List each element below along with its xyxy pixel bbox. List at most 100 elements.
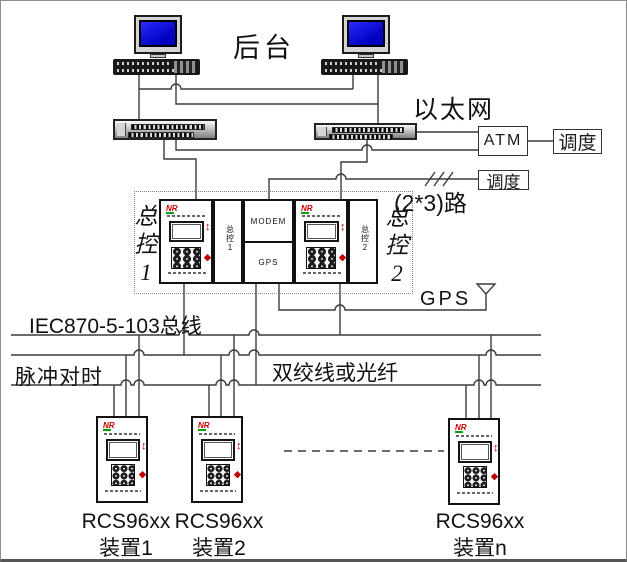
dispatch-box-top: 调度 <box>553 129 602 154</box>
updown-arrow-icon: ↕ <box>493 442 499 454</box>
hub-ports <box>131 124 205 130</box>
modem-dispatch-line <box>268 173 478 199</box>
bus-line-1 <box>11 329 541 336</box>
modem-section: MODEM <box>245 201 292 243</box>
devicen-name-label: 装置n <box>453 537 507 560</box>
keyboard-icon <box>113 59 200 75</box>
updown-arrow-icon: ↕ <box>340 221 346 233</box>
panel-model-text <box>303 272 342 274</box>
master2-front-panel: NR ↕ ◆ <box>294 199 348 284</box>
lcd-screen <box>201 439 235 461</box>
gps-section: GPS <box>245 243 292 282</box>
master-riser-lines <box>183 284 341 385</box>
rcs-device-2: NR ↕ ◆ <box>191 416 243 503</box>
iec-bus-label: IEC870-5-103总线 <box>29 315 202 338</box>
keypad-grid <box>463 466 487 488</box>
key-diamond-icon: ◆ <box>491 471 498 481</box>
device1-model-label: RCS96xx <box>81 510 171 533</box>
key-diamond-icon: ◆ <box>139 469 146 479</box>
atm-box: ATM <box>478 126 528 156</box>
keyboard-keypad <box>174 61 196 73</box>
gps-section-label: GPS <box>258 258 279 267</box>
bus-line-2 <box>11 349 541 356</box>
hub-ports <box>128 132 194 138</box>
keyboard-keys <box>325 69 396 72</box>
monitor-icon <box>134 15 182 54</box>
updown-arrow-icon: ↕ <box>205 221 211 233</box>
device2-model-label: RCS96xx <box>174 510 264 533</box>
channels-label: (2*3)路 <box>394 190 467 216</box>
pulse-sync-label: 脉冲对时 <box>15 366 103 389</box>
ethernet-hub-2 <box>314 123 417 140</box>
rcs-device-1: NR ↕ ◆ <box>96 416 148 503</box>
slot-caption: 总控1 <box>226 225 234 252</box>
keypad-grid <box>206 464 230 486</box>
dispatch-label: 调度 <box>486 172 521 192</box>
modem-label: MODEM <box>250 216 287 226</box>
hub-to-rack-and-atm-lines <box>163 131 553 199</box>
monitor-screen <box>139 20 177 47</box>
keypad-grid <box>111 464 135 486</box>
updown-arrow-icon: ↕ <box>141 440 147 452</box>
vendor-logo-text: NR <box>198 421 210 430</box>
gps-label: GPS <box>420 288 472 310</box>
vendor-logo: NR <box>301 205 313 214</box>
lcd-screen <box>304 221 339 242</box>
key-diamond-icon: ◆ <box>339 252 346 262</box>
fiber-label: 双绞线或光纤 <box>272 362 398 385</box>
device2-name-label: 装置2 <box>192 537 246 560</box>
vendor-logo-text: NR <box>103 421 115 430</box>
vendor-logo: NR <box>166 205 178 214</box>
backend-label: 后台 <box>233 33 295 63</box>
monitor-stand <box>150 54 166 58</box>
lcd-screen <box>106 439 140 461</box>
modem-gps-panel: MODEM GPS <box>243 199 294 284</box>
updown-arrow-icon: ↕ <box>236 440 242 452</box>
vendor-logo-text: NR <box>301 204 313 213</box>
lcd-screen <box>169 221 204 242</box>
vendor-logo: NR <box>103 422 115 431</box>
channel-slash-marks <box>424 171 454 187</box>
master1-front-panel: NR ↕ ◆ <box>159 199 213 284</box>
atm-label: ATM <box>483 132 523 149</box>
monitor-icon <box>342 15 390 54</box>
panel-model-text <box>168 272 207 274</box>
keyboard-keys <box>117 69 188 72</box>
keyboard-keypad <box>382 61 404 73</box>
monitor-screen <box>347 20 385 47</box>
hub-ports <box>332 127 404 133</box>
master-control-enclosure <box>134 191 413 294</box>
device-riser-lines <box>113 335 492 418</box>
key-diamond-icon: ◆ <box>234 469 241 479</box>
vendor-logo: NR <box>455 424 467 433</box>
hub-side-cap <box>117 123 126 136</box>
rcs-device-n: NR ↕ ◆ <box>448 418 500 505</box>
monitor-stand <box>358 54 374 58</box>
hub-side-cap <box>318 127 327 136</box>
ethernet-label: 以太网 <box>413 96 495 124</box>
device1-name-label: 装置1 <box>99 537 153 560</box>
master1-slot-panel: 总控1 <box>213 199 243 284</box>
lcd-screen <box>458 441 492 463</box>
vendor-logo: NR <box>198 422 210 431</box>
antenna-icon <box>475 283 497 296</box>
master1-caption: 总控1 <box>134 204 158 285</box>
dispatch-box-bottom: 调度 <box>478 170 529 192</box>
keypad-grid <box>306 247 336 269</box>
panel-model-text <box>457 492 493 494</box>
keyboard-icon <box>321 59 408 75</box>
vendor-logo-text: NR <box>166 204 178 213</box>
dispatch-label: 调度 <box>558 133 597 154</box>
ethernet-hub-1 <box>113 119 217 140</box>
panel-caption-text <box>302 215 340 217</box>
keypad-grid <box>171 247 201 269</box>
devicen-model-label: RCS96xx <box>435 510 525 533</box>
ethernet-segment-lines <box>138 75 379 123</box>
keyboard-keys <box>325 62 378 65</box>
bus-line-3 <box>11 379 541 386</box>
master2-caption: 总控2 <box>385 205 409 286</box>
panel-caption-text <box>199 433 235 435</box>
vendor-logo-text: NR <box>455 423 467 432</box>
